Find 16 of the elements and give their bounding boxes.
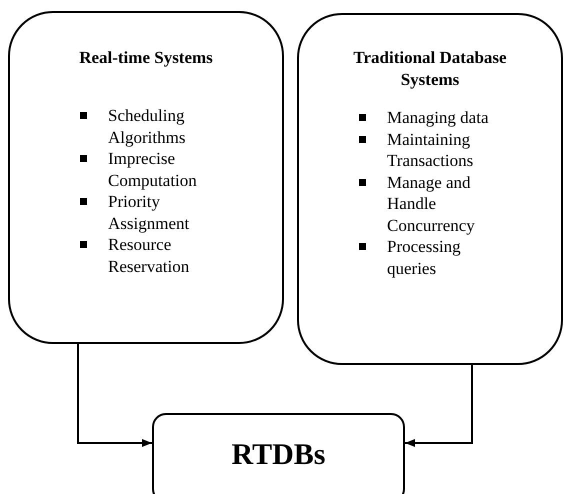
list-item: Priority Assignment: [108, 192, 190, 232]
rounded-box: [297, 13, 563, 365]
list-item: Scheduling Algorithms: [108, 106, 186, 146]
list-item: Maintaining Transactions: [387, 130, 474, 170]
connector-arrow: [405, 365, 473, 447]
list-item: Imprecise Computation: [108, 149, 197, 190]
list-item: Processing queries: [387, 237, 461, 278]
list-item: Managing data: [387, 108, 488, 127]
list-item: Resource Reservation: [108, 235, 190, 276]
heading: Traditional Database Systems: [352, 47, 508, 91]
rounded-box: [8, 11, 284, 344]
heading: Real-time Systems: [78, 47, 214, 69]
rounded-box: [152, 413, 405, 494]
heading: RTDBs: [230, 437, 326, 473]
list-item: Manage and Handle Concurrency: [387, 172, 475, 234]
connector-arrow: [77, 344, 152, 447]
